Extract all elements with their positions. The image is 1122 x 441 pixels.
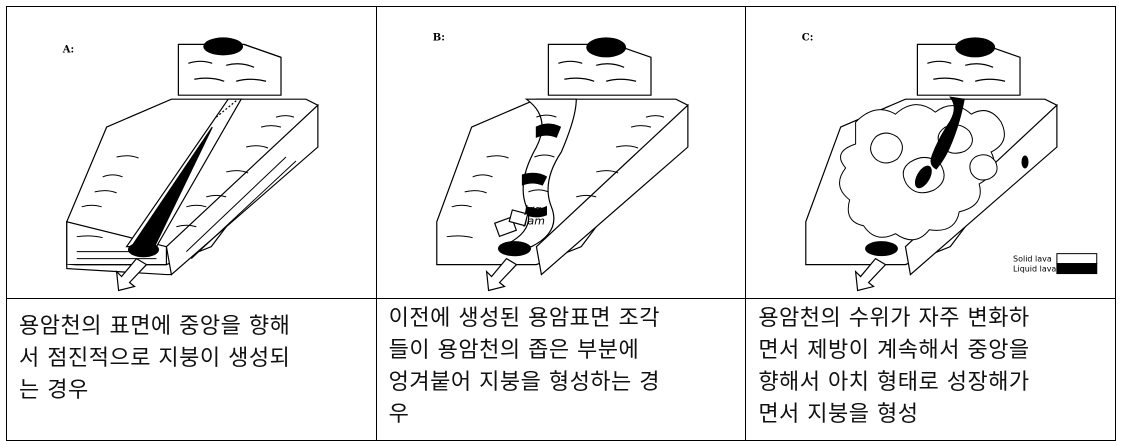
panel-a-letter: A:	[62, 44, 74, 55]
log-jam-label-2: jam	[522, 215, 544, 228]
flow-arrow	[485, 257, 518, 292]
panel-c-diagram: C:	[802, 32, 1098, 292]
panel-c-caption: 용암천의 수위가 자주 변화하 면서 제방이 계속해서 중앙을 향해서 아치 형…	[758, 306, 1030, 427]
log-jam-label-1: log	[524, 203, 541, 216]
lava-channel	[493, 98, 577, 257]
panel-c-caption-cell: 용암천의 수위가 자주 변화하 면서 제방이 계속해서 중앙을 향해서 아치 형…	[745, 298, 1116, 441]
rock-texture	[76, 115, 297, 260]
panel-a-caption: 용암천의 표면에 중앙을 향해 서 점진적으로 지붕이 생성되 는 경우	[19, 314, 291, 403]
panel-c-figure: C:	[745, 6, 1116, 299]
lava-opening-back	[955, 37, 996, 58]
panel-b-letter: B:	[432, 32, 444, 43]
back-block	[177, 43, 282, 96]
lava-channel	[125, 98, 243, 258]
figure-table: A:	[6, 6, 1116, 441]
legend-liquid-swatch	[1056, 263, 1098, 275]
panel-b-diagram: B:	[432, 32, 689, 292]
legend: Solid lava Liquid lava	[1013, 253, 1098, 275]
panel-a-figure: A:	[6, 6, 377, 299]
panel-c-letter: C:	[802, 32, 814, 43]
legend-solid-swatch	[1056, 253, 1098, 265]
legend-solid-label: Solid lava	[1013, 255, 1052, 264]
lava-opening-back	[585, 37, 626, 58]
panel-b-caption: 이전에 생성된 용암표면 조각 들이 용암천의 좁은 부분에 엉겨붙어 지붕을 …	[388, 306, 661, 427]
panel-b-figure: B:	[375, 6, 747, 299]
panel-a-diagram: A:	[62, 37, 319, 292]
lava-opening-back	[203, 37, 244, 56]
flow-arrow	[855, 257, 887, 292]
panel-b-caption-cell: 이전에 생성된 용암표면 조각 들이 용암천의 좁은 부분에 엉겨붙어 지붕을 …	[375, 298, 747, 441]
rock-texture	[446, 114, 664, 239]
main-block	[66, 98, 319, 276]
panel-a-caption-cell: 용암천의 표면에 중앙을 향해 서 점진적으로 지붕이 생성되 는 경우	[6, 298, 377, 441]
legend-liquid-label: Liquid lava	[1013, 265, 1056, 274]
flow-arrow	[115, 257, 148, 292]
lava-channel	[865, 96, 1029, 257]
